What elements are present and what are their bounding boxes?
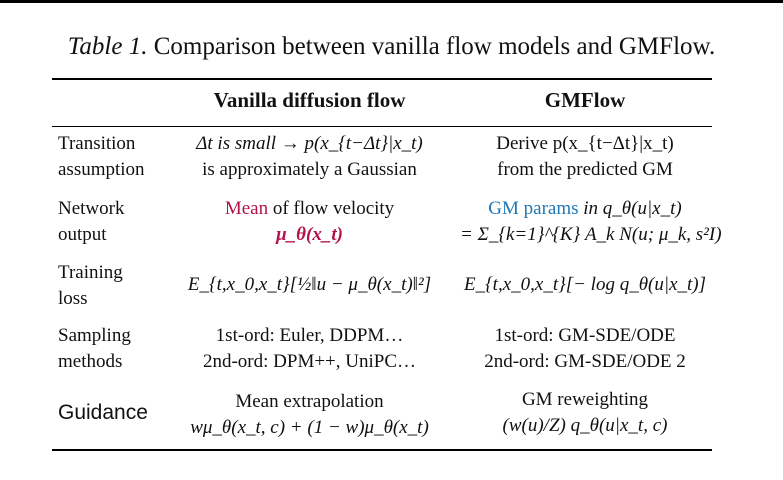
table-top-rule (52, 78, 712, 80)
cell-gmflow-network-output: GM params in q_θ(u|x_t) = Σ_{k=1}^{K} A_… (460, 198, 722, 245)
cell-vanilla-network-output: Mean of flow velocity μ_θ(x_t) (224, 198, 395, 245)
row-label-transition: Transition assumption (58, 133, 145, 180)
row-label-training-loss: Training loss (58, 262, 123, 309)
gm-params-highlight: GM params (488, 198, 579, 219)
cell-gmflow-sampling: 1st-ord: GM-SDE/ODE 2nd-ord: GM-SDE/ODE … (484, 325, 686, 372)
cell-vanilla-guidance: Mean extrapolation wμ_θ(x_t, c) + (1 − w… (190, 391, 429, 438)
mean-highlight: Mean (224, 198, 269, 219)
cell-gmflow-transition: Derive p(x_{t−Δt}|x_t) from the predicte… (496, 133, 674, 180)
cell-vanilla-training-loss: E_{t,x_0,x_t}[½‖u − μ_θ(x_t)‖²] (187, 274, 432, 295)
table-bottom-rule (52, 449, 712, 451)
row-label-network-output: Network output (58, 198, 125, 245)
caption-text: Comparison between vanilla flow models a… (153, 33, 716, 60)
header-gmflow: GMFlow (544, 88, 626, 112)
row-label-guidance: Guidance (58, 401, 148, 424)
table-caption: Table 1. Comparison between vanilla flow… (0, 30, 783, 64)
row-label-sampling-methods: Sampling methods (58, 325, 131, 372)
top-border-line (0, 0, 783, 3)
caption-label: Table 1. (67, 33, 148, 60)
cell-vanilla-sampling: 1st-ord: Euler, DDPM… 2nd-ord: DPM++, Un… (202, 325, 417, 372)
cell-gmflow-guidance: GM reweighting (w(u)/Z) q_θ(u|x_t, c) (502, 389, 668, 436)
header-rule (52, 126, 712, 127)
header-vanilla: Vanilla diffusion flow (213, 88, 406, 112)
cell-vanilla-transition: Δt is small → p(x_{t−Δt}|x_t) is approxi… (196, 133, 423, 180)
cell-gmflow-training-loss: E_{t,x_0,x_t}[− log q_θ(u|x_t)] (463, 274, 707, 295)
